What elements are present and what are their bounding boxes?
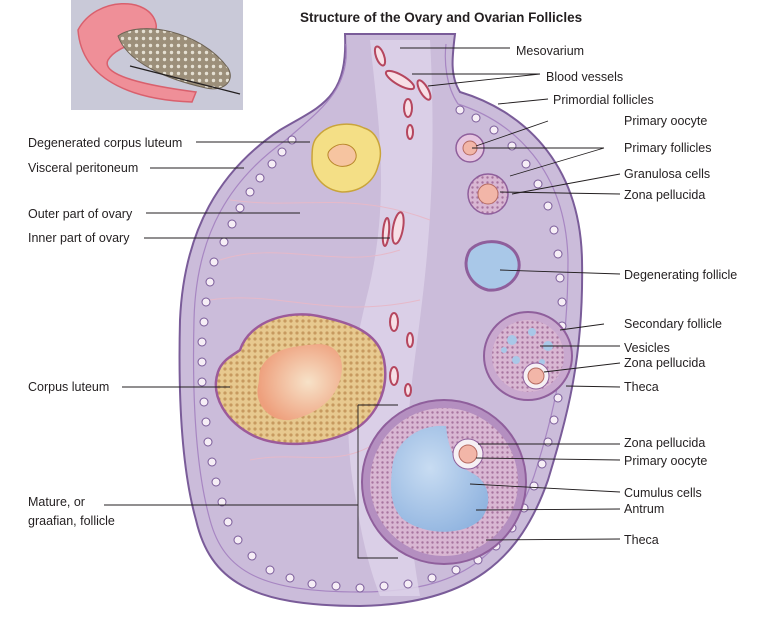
label-antrum: Antrum bbox=[624, 502, 664, 516]
label-primary-oocyte-2: Primary oocyte bbox=[624, 454, 707, 468]
leader-lines bbox=[104, 47, 621, 559]
ovary-section bbox=[178, 33, 584, 608]
label-degenerating-follicle: Degenerating follicle bbox=[624, 268, 737, 282]
ovary-location-inset bbox=[71, 0, 243, 110]
degenerated-corpus-luteum-shape bbox=[311, 123, 382, 193]
label-primary-follicles: Primary follicles bbox=[624, 141, 712, 155]
label-vesicles: Vesicles bbox=[624, 341, 670, 355]
label-mature-follicle-line1: Mature, or bbox=[28, 495, 85, 509]
label-zona-pellucida-2: Zona pellucida bbox=[624, 356, 705, 370]
label-mature-follicle-line2: graafian, follicle bbox=[28, 514, 115, 528]
label-blood-vessels: Blood vessels bbox=[546, 70, 623, 84]
degenerating-follicle-shape bbox=[464, 240, 521, 292]
label-group-right: Mesovarium Blood vessels Primordial foll… bbox=[516, 44, 737, 547]
corpus-luteum-shape bbox=[214, 313, 387, 446]
label-zona-pellucida: Zona pellucida bbox=[624, 188, 705, 202]
diagram-title: Structure of the Ovary and Ovarian Folli… bbox=[300, 10, 582, 25]
label-zona-pellucida-3: Zona pellucida bbox=[624, 436, 705, 450]
label-theca: Theca bbox=[624, 380, 659, 394]
label-inner-part-of-ovary: Inner part of ovary bbox=[28, 231, 130, 245]
label-outer-part-of-ovary: Outer part of ovary bbox=[28, 207, 133, 221]
ovary-illustration bbox=[117, 28, 231, 90]
blood-vessels bbox=[373, 45, 432, 397]
label-degenerated-corpus-luteum: Degenerated corpus luteum bbox=[28, 136, 182, 150]
label-theca-2: Theca bbox=[624, 533, 659, 547]
label-granulosa-cells: Granulosa cells bbox=[624, 167, 710, 181]
label-primordial-follicles: Primordial follicles bbox=[553, 93, 654, 107]
label-corpus-luteum: Corpus luteum bbox=[28, 380, 109, 394]
label-mesovarium: Mesovarium bbox=[516, 44, 584, 58]
label-secondary-follicle: Secondary follicle bbox=[624, 317, 722, 331]
label-group-left: Degenerated corpus luteum Visceral perit… bbox=[28, 136, 182, 528]
label-visceral-peritoneum: Visceral peritoneum bbox=[28, 161, 138, 175]
label-cumulus-cells: Cumulus cells bbox=[624, 486, 702, 500]
secondary-follicle-shape bbox=[483, 311, 573, 401]
graafian-follicle-shape bbox=[361, 399, 527, 565]
uterine-tube-illustration bbox=[77, 3, 198, 103]
inset-pointer-line bbox=[129, 65, 241, 95]
label-primary-oocyte: Primary oocyte bbox=[624, 114, 707, 128]
